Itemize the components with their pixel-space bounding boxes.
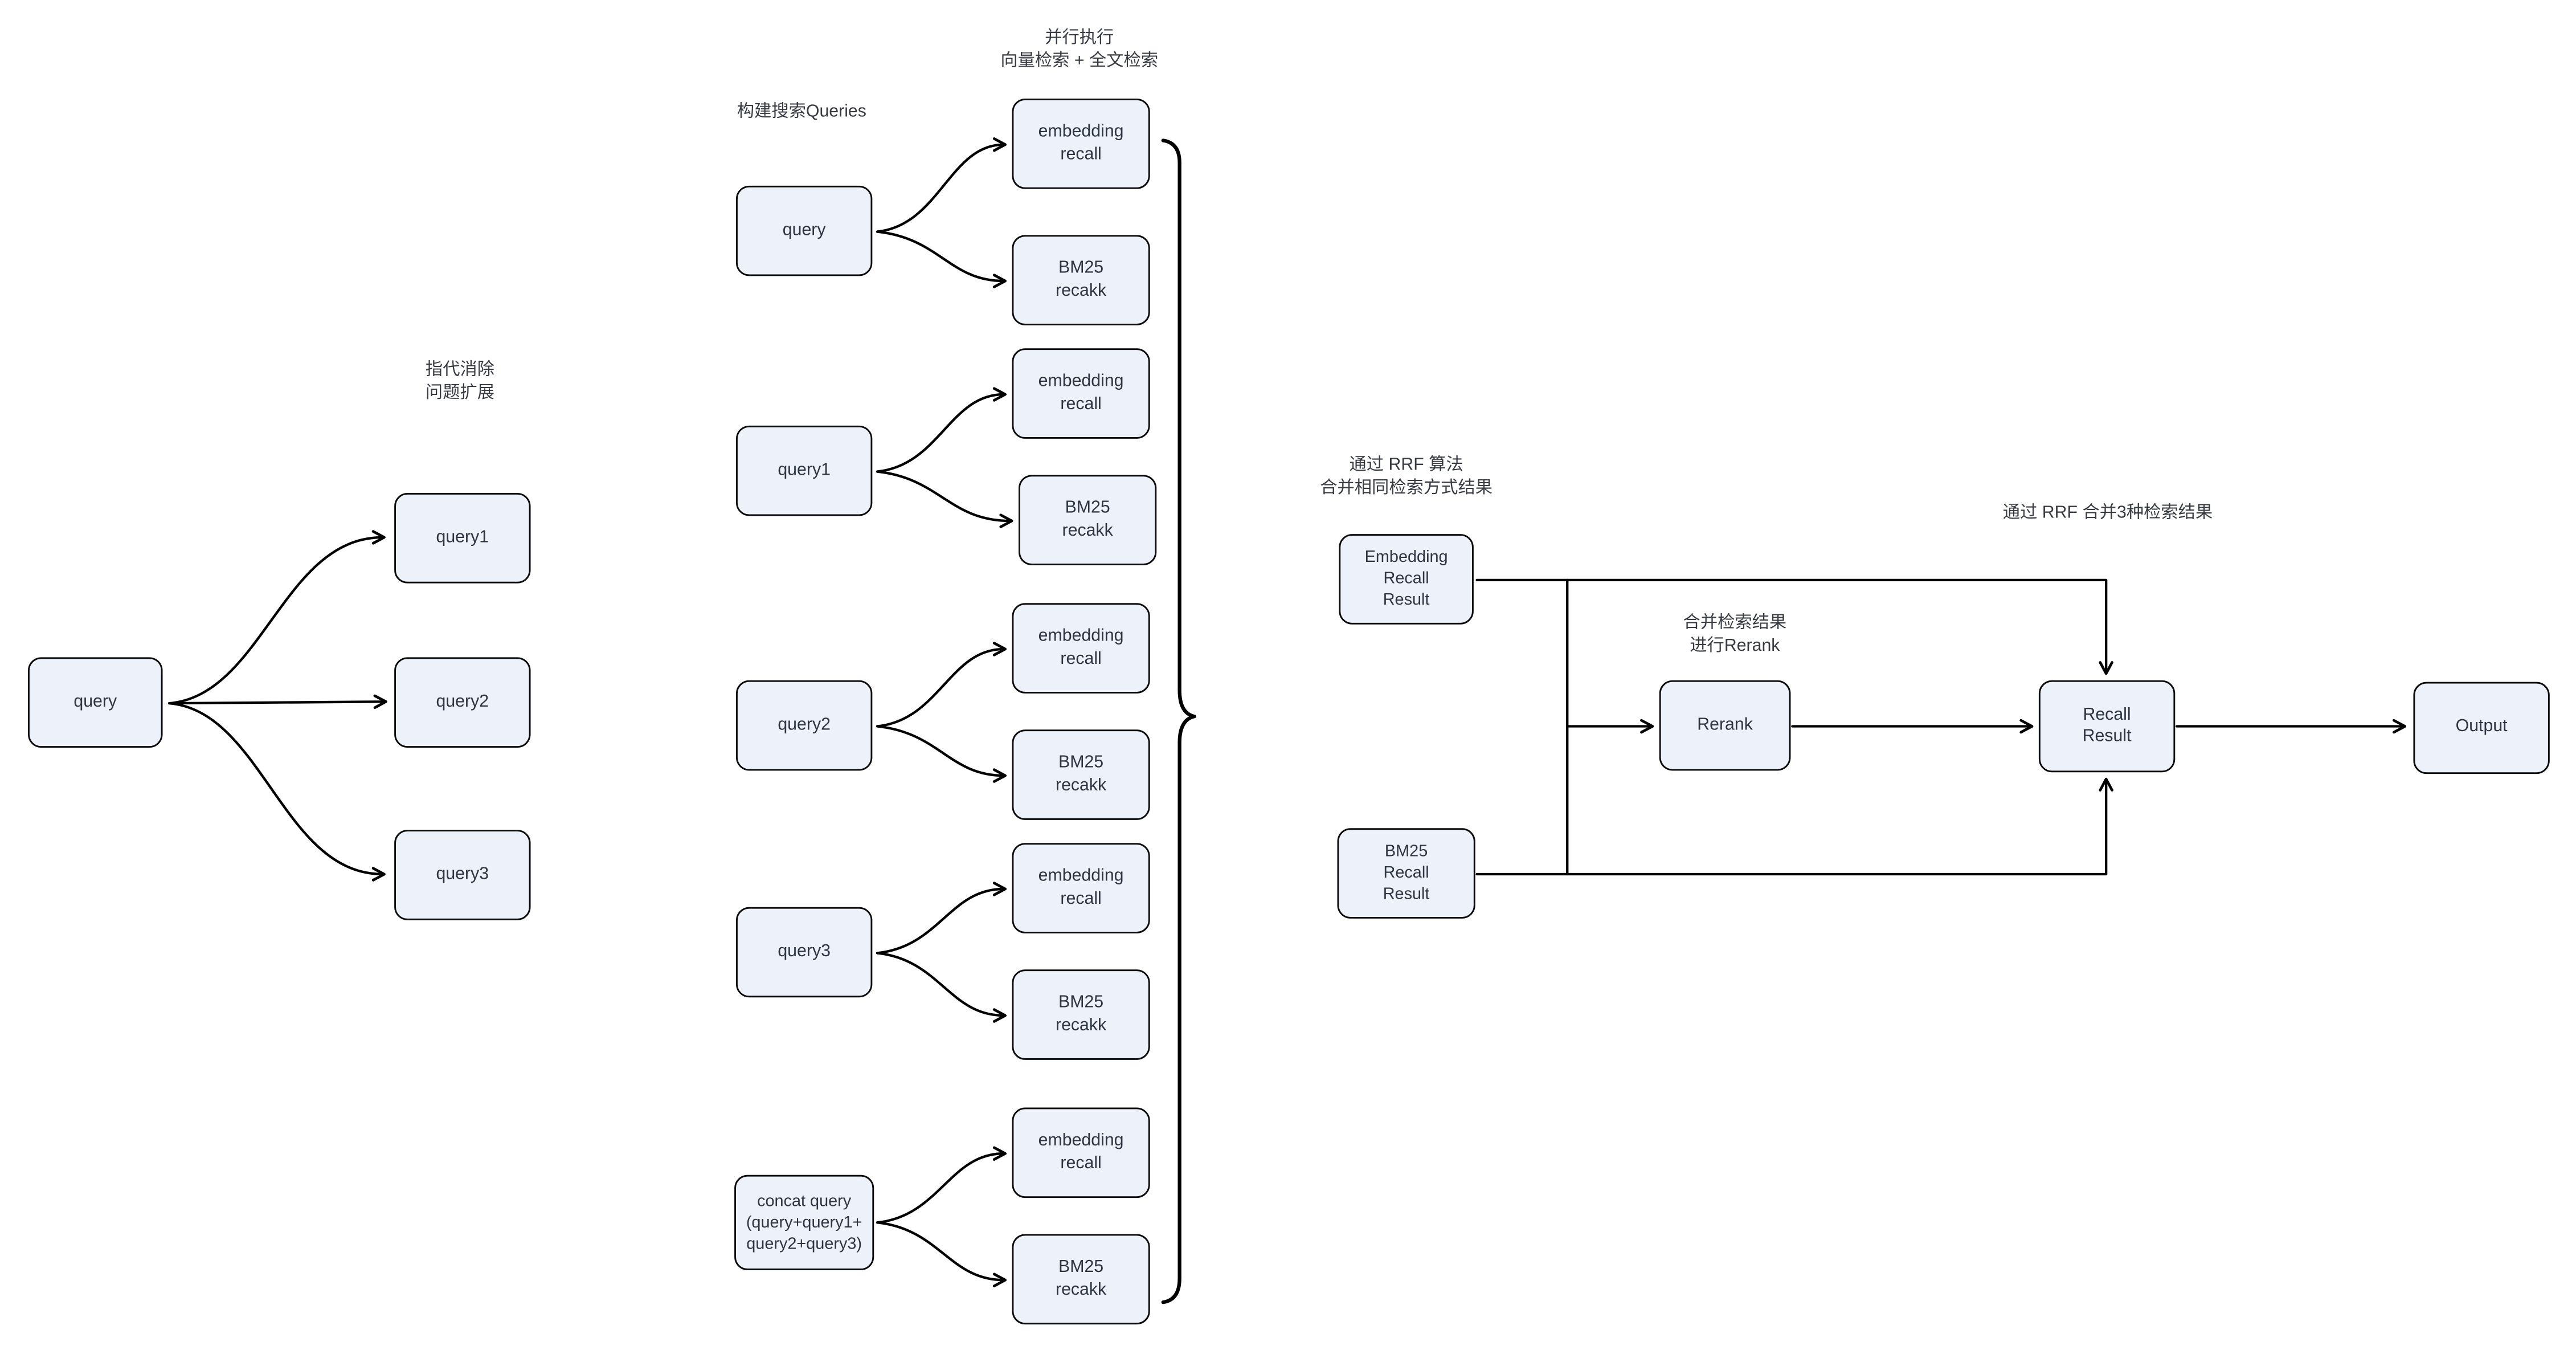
node-rerank: Rerank (1659, 680, 1791, 771)
embedding-result-to-recall-edge (1475, 578, 2113, 675)
node-recall-result-label: Recall Result (2082, 704, 2132, 747)
node-left-query2: query2 (394, 657, 531, 748)
mid-query1-to-bm25-2-edge (876, 470, 1013, 528)
node-embedding-recall-3-label: embedding recall (1038, 626, 1124, 668)
left-fan-to-query1-edge (167, 530, 386, 705)
node-left-query-label: query (73, 691, 117, 711)
build-queries-label: 构建搜索Queries (737, 101, 866, 122)
node-bm25-recall-1: BM25 recakk (1012, 235, 1150, 325)
node-bm25-recall-result: BM25 Recall Result (1337, 828, 1475, 919)
rrf-same-method-label: 通过 RRF 算法 合并相同检索方式结果 (1320, 455, 1493, 498)
left-fan-to-query3-edge (167, 702, 386, 882)
mid-query3-to-embedding4-edge (876, 882, 1007, 955)
node-mid-query-label: query (782, 219, 826, 240)
node-embedding-recall-result: Embedding Recall Result (1339, 534, 1474, 625)
node-mid-query: query (735, 185, 873, 276)
brace-edge (1161, 138, 1196, 1304)
node-bm25-recall-2: BM25 recakk (1019, 475, 1157, 565)
node-mid-query2: query2 (735, 680, 873, 771)
node-left-query1-label: query1 (436, 527, 489, 547)
node-output: Output (2413, 682, 2550, 774)
concat-to-embedding5-edge (876, 1146, 1007, 1224)
node-left-query2-label: query2 (436, 691, 489, 711)
node-embedding-recall-2: embedding recall (1012, 348, 1150, 439)
node-output-label: Output (2455, 716, 2508, 737)
node-embedding-recall-4: embedding recall (1012, 843, 1150, 933)
mid-query-to-bm25-1-edge (876, 230, 1007, 288)
merge-rerank-label: 合并检索结果 进行Rerank (1683, 613, 1787, 656)
node-embedding-recall-5-label: embedding recall (1038, 1130, 1124, 1173)
node-left-query: query (28, 657, 163, 748)
node-recall-result: Recall Result (2038, 680, 2176, 773)
node-left-query1: query1 (394, 493, 531, 584)
node-bm25-recall-2-label: BM25 recakk (1062, 497, 1113, 540)
mid-query3-to-bm25-4-edge (876, 952, 1007, 1023)
node-mid-query1-label: query1 (778, 459, 831, 480)
rrf-merge3-label: 通过 RRF 合并3种检索结果 (2002, 503, 2213, 523)
node-mid-query3-label: query3 (778, 941, 831, 961)
node-embedding-recall-1: embedding recall (1012, 99, 1150, 189)
node-mid-concat-query-label: concat query (query+query1+ query2+query… (746, 1192, 862, 1253)
node-bm25-recall-3-label: BM25 recakk (1055, 752, 1107, 795)
node-embedding-recall-3: embedding recall (1012, 603, 1150, 694)
node-embedding-recall-5: embedding recall (1012, 1107, 1150, 1198)
node-left-query3: query3 (394, 830, 531, 920)
node-bm25-recall-5: BM25 recakk (1012, 1234, 1150, 1325)
node-embedding-recall-2-label: embedding recall (1038, 371, 1124, 414)
node-bm25-recall-4-label: BM25 recakk (1055, 992, 1107, 1035)
concat-to-bm25-5-edge (876, 1221, 1007, 1287)
node-embedding-recall-1-label: embedding recall (1038, 121, 1124, 164)
node-embedding-recall-result-label: Embedding Recall Result (1364, 549, 1448, 610)
node-embedding-recall-4-label: embedding recall (1038, 866, 1124, 908)
left-fan-to-query2-edge (167, 694, 387, 709)
bm25-result-to-recall-edge (1475, 777, 2113, 876)
mid-query2-to-embedding3-edge (876, 642, 1007, 728)
node-mid-query1: query1 (735, 425, 873, 516)
node-left-query3-label: query3 (436, 864, 489, 884)
node-rerank-label: Rerank (1697, 714, 1753, 735)
parallel-exec-label: 并行执行 向量检索 + 全文检索 (1000, 28, 1159, 71)
node-mid-query3: query3 (735, 907, 873, 998)
mid-query-to-embedding1-edge (876, 137, 1007, 233)
node-bm25-recall-1-label: BM25 recakk (1055, 258, 1107, 300)
mid-query1-to-embedding2-edge (876, 387, 1007, 473)
node-bm25-recall-4: BM25 recakk (1012, 969, 1150, 1060)
node-bm25-recall-5-label: BM25 recakk (1055, 1257, 1107, 1299)
node-bm25-recall-3: BM25 recakk (1012, 729, 1150, 820)
node-mid-query2-label: query2 (778, 714, 831, 735)
node-mid-concat-query: concat query (query+query1+ query2+query… (734, 1174, 874, 1270)
coref-expand-label: 指代消除 问题扩展 (425, 360, 495, 403)
mid-query2-to-bm25-3-edge (876, 725, 1007, 783)
node-bm25-recall-result-label: BM25 Recall Result (1383, 843, 1430, 904)
